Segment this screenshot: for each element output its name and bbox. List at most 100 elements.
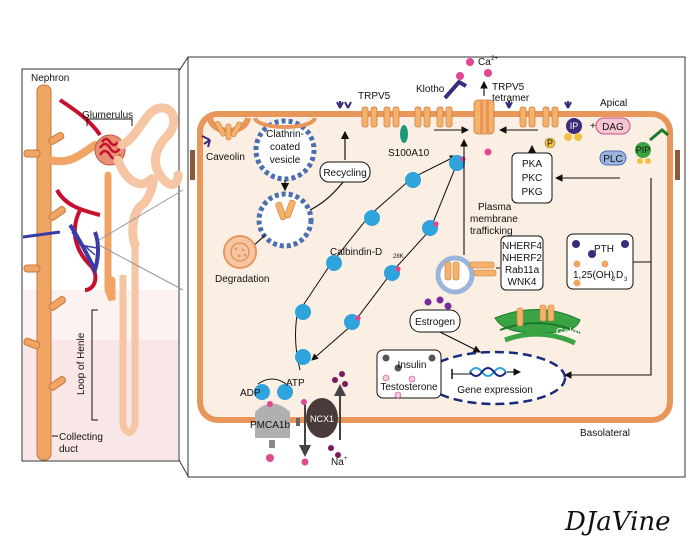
trpv5-label: TRPV5 (358, 91, 391, 102)
clathrin-label-1: Clathrin- (266, 129, 304, 140)
pth-label: PTH (594, 244, 614, 255)
plasma-label-2: membrane (470, 214, 518, 225)
pth-dots (572, 240, 629, 258)
ncx-exchanger (306, 398, 338, 438)
collecting-duct-label-1: Collecting (59, 432, 103, 443)
venous-vessel (68, 223, 100, 276)
adp-label: ADP (240, 388, 261, 399)
regulator-nherf2: NHERF2 (502, 253, 542, 264)
lysosome (223, 235, 257, 269)
plasma-label-1: Plasma (478, 202, 512, 213)
estrogen-label: Estrogen (415, 317, 455, 328)
trafficking-vesicle (435, 255, 475, 295)
calcium-sup: 2+ (491, 56, 498, 62)
loop-of-henle-label: Loop of Henle (76, 332, 87, 395)
ncx-calcium-in (301, 399, 307, 405)
loop-of-henle-tube (119, 245, 139, 436)
vitd-sub1: 2 (612, 277, 616, 283)
calbindin-sub: 28K (393, 254, 404, 260)
testosterone-label: Testosterone (380, 382, 438, 393)
pip-p2 (645, 158, 651, 164)
ncx-calcium-dot (301, 458, 309, 466)
tetramer-label-1: TRPV5 (492, 82, 525, 93)
pip-receptor (649, 128, 669, 142)
plasma-label-3: trafficking (470, 226, 513, 237)
clathrin-label-3: vesicle (270, 155, 301, 166)
phospho-dot (544, 137, 556, 149)
glyco-marks (336, 101, 352, 109)
endosome-vesicle (256, 191, 314, 249)
arrow-estrogen (439, 331, 481, 353)
nucleus (423, 350, 567, 406)
kinase-pkc: PKC (522, 173, 543, 184)
insulin-label: Insulin (398, 360, 427, 371)
atp-label: ATP (286, 378, 305, 389)
dag-label: DAG (602, 122, 624, 133)
trpv5-tetramer (473, 99, 495, 135)
atp-adp-arc (257, 378, 287, 385)
proximal-tubule-2 (113, 155, 158, 250)
proximal-tubule (117, 103, 183, 189)
distal-tubule (104, 171, 116, 302)
plc-label: PLC (603, 154, 622, 165)
zoom-line-bottom (98, 244, 184, 291)
klotho-protein (443, 79, 467, 100)
junction-left (190, 150, 195, 180)
pip-p1 (637, 158, 643, 164)
pmca-calbindin (254, 384, 270, 400)
connecting-tubule (46, 141, 99, 166)
collecting-duct-label-2: duct (59, 444, 78, 455)
arrow-hormone-gene (563, 178, 652, 379)
vitd-dots (573, 260, 609, 287)
s100a10-protein (400, 125, 408, 143)
gene-expression-label: Gene expression (457, 385, 533, 396)
insulin-dots (382, 354, 436, 372)
glomerulus-bracket (86, 118, 133, 126)
regulator-nherf4: NHERF4 (502, 241, 542, 252)
degradation-label: Degradation (215, 274, 269, 285)
ip-label: IP (570, 121, 579, 131)
golgi-label: Golgi (556, 327, 579, 338)
plc-pill (599, 150, 627, 166)
pmca-calcium-out (266, 454, 274, 462)
vitd-prefix: 1,25(OH) (573, 270, 614, 281)
golgi-apparatus (494, 304, 581, 346)
clathrin-vesicle (253, 118, 317, 182)
plus-sign: + (590, 121, 596, 132)
estrogen-box (409, 309, 461, 333)
pip-circle (635, 142, 651, 158)
apical-label: Apical (600, 98, 627, 109)
clathrin-pit (253, 116, 317, 129)
caveolin-label: Caveolin (206, 152, 245, 163)
nephron-title: Nephron (31, 73, 69, 84)
kinase-pka: PKA (522, 159, 542, 170)
vitd-mid: D (616, 270, 623, 281)
sodium-dots (328, 371, 348, 458)
glomerulus-label: Glumerulus (82, 110, 133, 121)
pmca-label: PMCA1b (250, 420, 290, 431)
phospho-label: P (547, 138, 553, 148)
clathrin-label-2: coated (270, 142, 300, 153)
vitd-sub2: 3 (624, 277, 628, 283)
zoom-corner-top (178, 56, 189, 72)
caveolin-glyco (201, 135, 211, 148)
calcium-label: Ca (478, 57, 491, 68)
ip-p1 (564, 133, 572, 141)
pip-label: PIP (636, 145, 651, 155)
junction-right (675, 150, 680, 180)
vein-out (22, 230, 61, 239)
extracellular-calcium (456, 58, 492, 156)
testosterone-dots (382, 374, 416, 399)
sodium-sup: + (344, 456, 348, 462)
zoom-corner-bottom (178, 459, 189, 477)
regulators-box (500, 235, 544, 291)
recycling-label: Recycling (323, 168, 366, 179)
ip3-circle (566, 118, 582, 134)
dag-pill (595, 117, 631, 135)
loop-bracket (91, 309, 98, 421)
estrogen-dots (424, 296, 452, 310)
afferent-vessel (58, 98, 102, 137)
pmca-pump (255, 403, 290, 438)
recycling-box (319, 161, 371, 183)
